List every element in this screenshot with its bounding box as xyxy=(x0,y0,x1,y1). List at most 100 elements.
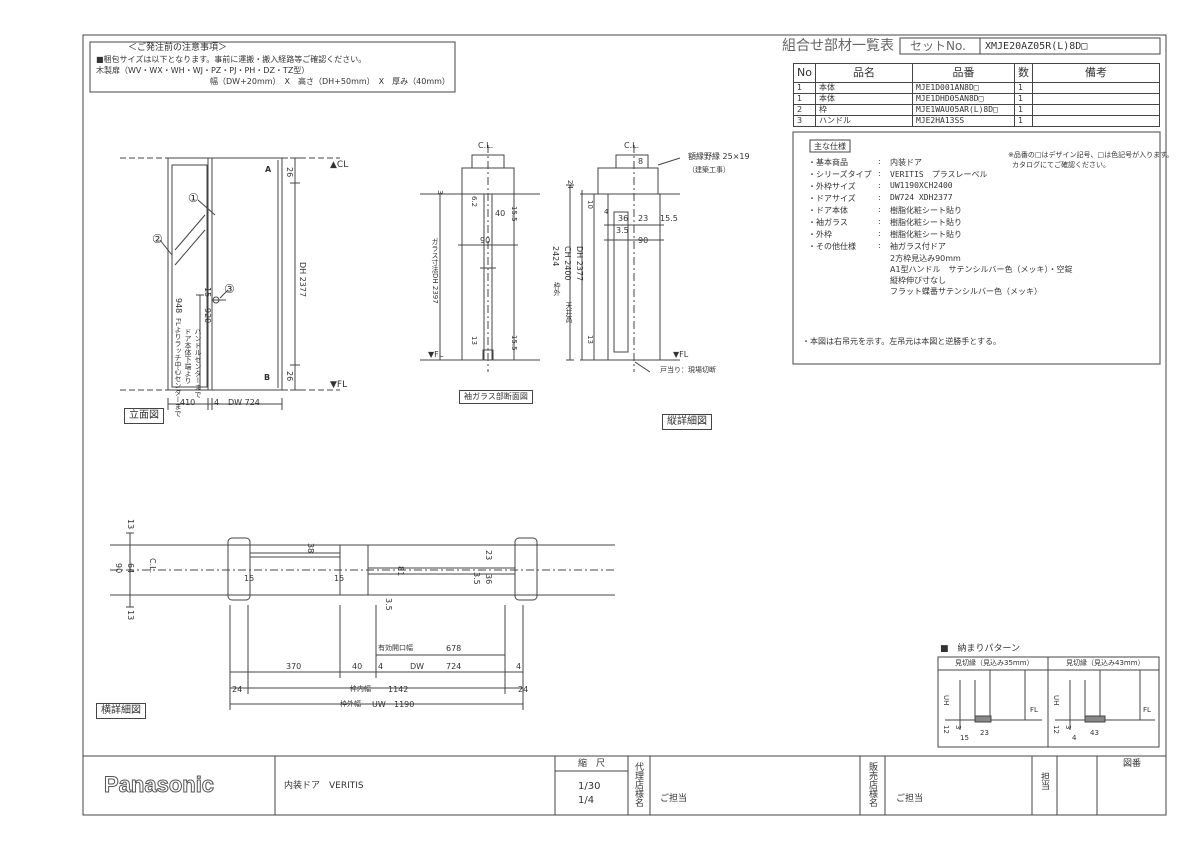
dim-26-top: 26 xyxy=(285,167,294,178)
shop-value: ご担当 xyxy=(896,794,924,804)
horizontal-dim-4a: 4 xyxy=(378,662,384,671)
section-cl: C.L. xyxy=(478,141,494,150)
horizontal-dw: 724 xyxy=(446,662,462,671)
shop-label: 販売店様名 xyxy=(867,762,877,807)
pattern-left-label: 見切縁（見込み35mm） xyxy=(955,659,1034,667)
vertical-label-ceiling: 天井高 xyxy=(565,302,573,323)
pattern-right-12: 12 xyxy=(1052,725,1060,734)
pattern-right-3: 3 xyxy=(1064,725,1072,730)
spec-key: ・その他仕様 xyxy=(808,242,856,251)
spec-footnote: ・本図は右吊元を示す。左吊元は本図と逆勝手とする。 xyxy=(802,337,1001,346)
spec-key: ・外枠サイズ xyxy=(808,182,856,191)
scale-label: 縮 尺 xyxy=(578,759,606,769)
notice-box xyxy=(89,41,456,93)
horizontal-cl: C.L. xyxy=(148,558,157,574)
note-handle: ハンドルセンターまで xyxy=(194,328,202,398)
vertical-dim-ch: CH 2400 xyxy=(563,246,572,281)
section-dim-40: 40 xyxy=(495,209,506,218)
dim-920: 920 xyxy=(203,308,212,324)
spec-key: ・シリーズタイプ xyxy=(808,170,872,179)
vertical-detail-drawing xyxy=(566,145,681,373)
horizontal-dim-370: 370 xyxy=(286,662,302,671)
pattern-left-23: 23 xyxy=(980,729,989,737)
pattern-uh-right: UH xyxy=(1052,695,1060,706)
pattern-right-4: 4 xyxy=(1072,734,1077,742)
notice-line1: ■梱包サイズは以下となります。事前に運搬・搬入経路等ご確認ください。 xyxy=(96,55,367,64)
dim-15: 15 xyxy=(203,287,212,298)
pattern-fl-right: FL xyxy=(1143,706,1151,714)
vertical-dim-155: 15.5 xyxy=(660,214,678,223)
spec-extra: フラット蝶番サテンシルバー色（メッキ） xyxy=(890,287,1042,296)
horizontal-inner: 1142 xyxy=(388,685,409,694)
horizontal-dim-24b: 24 xyxy=(518,685,529,694)
vertical-dim-8: 8 xyxy=(638,157,644,166)
set-label: セットNo. xyxy=(910,39,966,53)
sheet-border xyxy=(82,34,1167,816)
col-note: 備考 xyxy=(1031,63,1161,83)
section-dim-3: 3 xyxy=(436,190,444,195)
spec-key: ・ドア本体 xyxy=(808,206,848,215)
spec-value: 樹脂化粧シート貼り xyxy=(890,218,962,227)
horizontal-dim-90: 90 xyxy=(114,563,123,574)
spec-key: ・袖ガラス xyxy=(808,218,848,227)
vertical-dim-2424: 2424 xyxy=(551,246,560,267)
section-dim-90: 90 xyxy=(480,236,491,245)
section-label: 袖ガラス部断面図 xyxy=(459,390,533,404)
vertical-dim-90: 90 xyxy=(638,236,649,245)
section-dim-13: 13 xyxy=(470,336,478,345)
section-glass-dh: ガラス寸法DH 2397 xyxy=(431,238,439,304)
dim-dh: DH 2377 xyxy=(298,262,307,298)
scale-1: 1/30 xyxy=(578,781,601,792)
spec-box xyxy=(792,131,1161,365)
spec-title: 主な仕様 xyxy=(814,142,846,151)
parts-table: No 品名 品番 数 備考 1 本体 MJE1D001AN8D□ 1 1 本体 … xyxy=(793,63,1161,127)
note-door-bottom: ドア本体下端より xyxy=(184,328,192,384)
pattern-right-43: 43 xyxy=(1090,729,1099,737)
vertical-label-outer: 枠外 xyxy=(553,282,561,296)
vertical-note-top: 額縁野縁 25×19 xyxy=(688,152,750,161)
pattern-uh-left: UH xyxy=(942,695,950,706)
vertical-dim-4: 4 xyxy=(604,208,609,216)
section-fl: ▼FL xyxy=(428,350,444,359)
mark-b: B xyxy=(264,373,271,382)
charge-label: 担当 xyxy=(1039,772,1049,790)
col-name: 品名 xyxy=(814,63,913,83)
horizontal-opening-label: 有効開口幅 xyxy=(378,644,413,652)
pattern-drawing xyxy=(937,656,1160,748)
vertical-note-top2: （建築工事） xyxy=(688,166,730,174)
vertical-note-bottom: 戸当り：現場切断 xyxy=(660,366,716,374)
horizontal-outer-label: 枠外幅 xyxy=(340,700,361,708)
list-title: 組合せ部材一覧表 xyxy=(782,38,894,54)
vertical-dim-dh: DH 2377 xyxy=(575,246,584,282)
horizontal-dim-35a: 3.5 xyxy=(384,598,393,611)
panasonic-logo: Panasonic xyxy=(104,772,214,797)
spec-key: ・基本商品 xyxy=(808,158,848,167)
horizontal-dim-81: 81 xyxy=(396,566,405,577)
set-no-box xyxy=(899,37,1161,55)
section-dim-62: 6.2 xyxy=(470,196,478,208)
dim-4: 4 xyxy=(214,398,220,407)
horizontal-dim-35b: 3.5 xyxy=(472,572,481,585)
horizontal-dim-13a: 13 xyxy=(126,519,135,530)
agent-value: ご担当 xyxy=(660,794,688,804)
note-latch: FLよりラッチ中心センターまで xyxy=(174,318,182,417)
set-number: XMJE20AZ05R(L)8D□ xyxy=(985,41,1088,52)
cl-mark: ▲CL xyxy=(330,160,349,170)
product-name: 内装ドア VERITIS xyxy=(284,781,364,791)
pattern-fl-left: FL xyxy=(1030,706,1038,714)
vertical-cl: C.L. xyxy=(624,141,640,150)
horizontal-detail-drawing xyxy=(110,532,615,710)
fl-mark: ▼FL xyxy=(330,380,348,390)
balloon-2: ② xyxy=(152,232,163,246)
notice-title: ＜ご発注前の注意事項＞ xyxy=(128,43,228,53)
horizontal-dw-label: DW xyxy=(410,662,425,671)
table-row: 2 枠 MJE1WAU05AR(L)8D□ 1 xyxy=(793,104,1161,116)
dim-dw: DW 724 xyxy=(228,398,260,407)
table-row: 1 本体 MJE1D001AN8D□ 1 xyxy=(793,82,1161,94)
spec-value: 樹脂化粧シート貼り xyxy=(890,230,962,239)
horizontal-dim-15a: 15 xyxy=(244,574,255,583)
col-code: 品番 xyxy=(911,63,1015,83)
spec-value: UW1190XCH2400 xyxy=(890,181,953,190)
